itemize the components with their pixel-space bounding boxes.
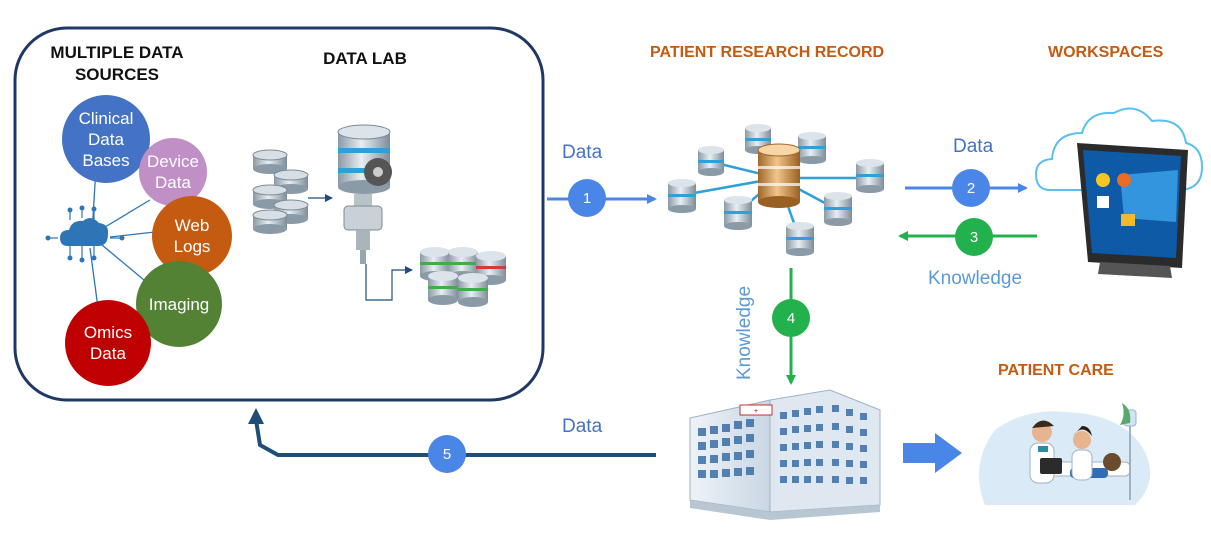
step-number: 5 <box>442 445 452 463</box>
flow-label-data-1: Data <box>562 142 603 163</box>
source-imaging: Imaging <box>136 261 222 347</box>
step-5-badge: 5 <box>428 435 466 473</box>
source-label: Web Logs <box>173 216 211 256</box>
hospital-building-icon: + <box>689 389 881 520</box>
step-number: 2 <box>966 179 976 197</box>
cloud-network-glyph <box>45 205 125 263</box>
database-cluster-icon <box>420 247 506 307</box>
patient-care-illustration <box>978 403 1151 505</box>
flow-label-knowledge-4: Knowledge <box>734 285 755 380</box>
source-omics-data: Omics Data <box>65 300 151 386</box>
step-3-badge: 3 <box>955 218 993 256</box>
source-label: Imaging <box>148 294 210 314</box>
source-label: Omics Data <box>83 323 133 363</box>
step-number: 1 <box>582 189 592 207</box>
db-node <box>668 124 884 256</box>
database-stack-icon <box>252 149 309 234</box>
source-label: Device Data <box>147 152 199 192</box>
patient-research-record-header: PATIENT RESEARCH RECORD <box>650 44 885 61</box>
source-device-data: Device Data <box>139 138 207 206</box>
step-4-badge: 4 <box>772 299 810 337</box>
multiple-data-sources-title: MULTIPLE DATA SOURCES <box>50 43 184 84</box>
cloud-monitor-icon <box>1034 107 1204 278</box>
step-1-badge: 1 <box>568 179 606 217</box>
data-lab-title: DATA LAB <box>323 49 407 68</box>
workspaces-header: WORKSPACES <box>1048 44 1164 61</box>
db-hub <box>757 143 801 208</box>
source-label: Clinical Data Bases <box>78 108 134 170</box>
patient-care-header: PATIENT CARE <box>998 362 1114 379</box>
svg-text:+: + <box>753 408 758 415</box>
source-clinical-databases: Clinical Data Bases <box>62 95 150 183</box>
arrow-data-5 <box>248 408 656 457</box>
research-record-network-icon <box>668 124 884 256</box>
database-gear-icon <box>337 124 392 194</box>
funnel-valve-icon <box>343 194 383 264</box>
flow-label-knowledge-3: Knowledge <box>928 268 1023 289</box>
flow-label-data-5: Data <box>562 416 603 437</box>
data-lab-container <box>13 26 545 402</box>
step-2-badge: 2 <box>952 169 990 207</box>
flow-label-data-2: Data <box>953 136 994 157</box>
block-arrow-patient-care <box>903 433 962 473</box>
step-number: 4 <box>786 309 796 327</box>
step-number: 3 <box>969 228 979 246</box>
